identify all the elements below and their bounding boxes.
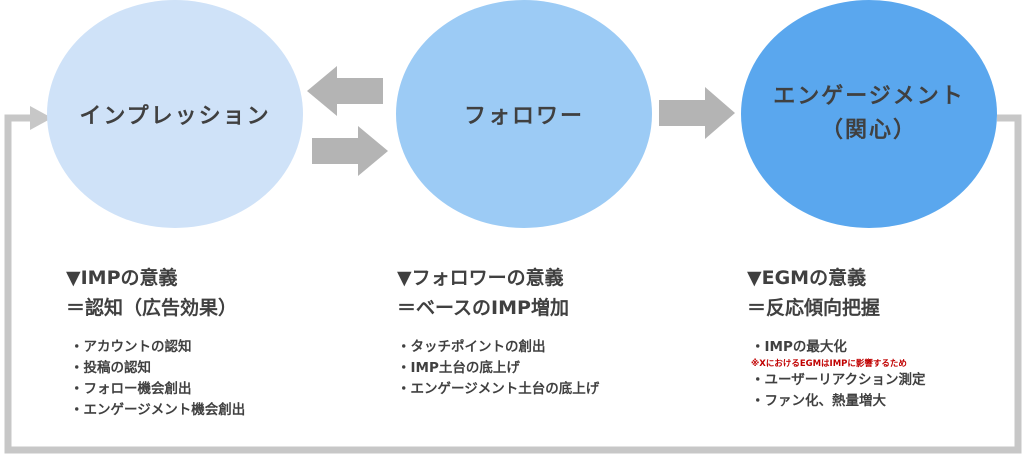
imp-heading: ▼IMPの意義 ＝認知（広告効果）	[66, 263, 237, 323]
list-item: ・ユーザーリアクション測定	[751, 372, 926, 388]
engagement-label: エンゲージメント	[773, 84, 965, 109]
list-item: ・投稿の認知	[70, 360, 151, 376]
list-item: ・アカウントの認知	[70, 339, 192, 355]
list-item: ・エンゲージメント土台の底上げ	[397, 381, 600, 397]
follower-heading-line1: ▼フォロワーの意義	[397, 267, 564, 289]
imp-heading-line2: ＝認知（広告効果）	[66, 297, 238, 319]
imp-heading-line1: ▼IMPの意義	[66, 267, 178, 289]
left-arrow-icon	[307, 66, 383, 116]
engagement-sublabel: （関心）	[820, 118, 917, 143]
list-item: ・フォロー機会創出	[70, 381, 192, 397]
follower-label: フォロワー	[463, 104, 584, 129]
list-item: ・タッチポイントの創出	[397, 339, 546, 355]
list-item: ・ファン化、熱量増大	[751, 393, 886, 409]
list-item: ・IMP土台の底上げ	[397, 360, 520, 376]
loop-connector	[4, 114, 1022, 454]
loop-arrowhead-icon	[30, 106, 52, 130]
follower-bullet-list: ・タッチポイントの創出 ・IMP土台の底上げ ・エンゲージメント土台の底上げ	[397, 337, 599, 400]
follower-heading: ▼フォロワーの意義 ＝ベースのIMP増加	[397, 263, 569, 323]
impression-label: インプレッション	[79, 104, 271, 129]
right-arrow-icon-2	[659, 87, 735, 139]
egm-note: ※XにおけるEGMはIMPに影響するため	[751, 359, 907, 369]
imp-bullet-list: ・アカウントの認知 ・投稿の認知 ・フォロー機会創出 ・エンゲージメント機会創出	[70, 337, 245, 421]
list-item: ・IMPの最大化	[751, 339, 847, 355]
egm-heading-line2: ＝反応傾向把握	[747, 297, 881, 319]
right-arrow-icon	[312, 126, 388, 176]
follower-circle: フォロワー	[396, 0, 652, 228]
list-item: ・エンゲージメント機会創出	[70, 402, 246, 418]
egm-heading-line1: ▼EGMの意義	[747, 267, 867, 289]
impression-circle: インプレッション	[47, 0, 303, 228]
follower-heading-line2: ＝ベースのIMP増加	[397, 297, 569, 319]
engagement-circle: エンゲージメント （関心）	[741, 0, 997, 228]
egm-heading: ▼EGMの意義 ＝反応傾向把握	[747, 263, 880, 323]
egm-bullet-list: ・IMPの最大化 ※XにおけるEGMはIMPに影響するため ・ユーザーリアクショ…	[751, 337, 926, 412]
